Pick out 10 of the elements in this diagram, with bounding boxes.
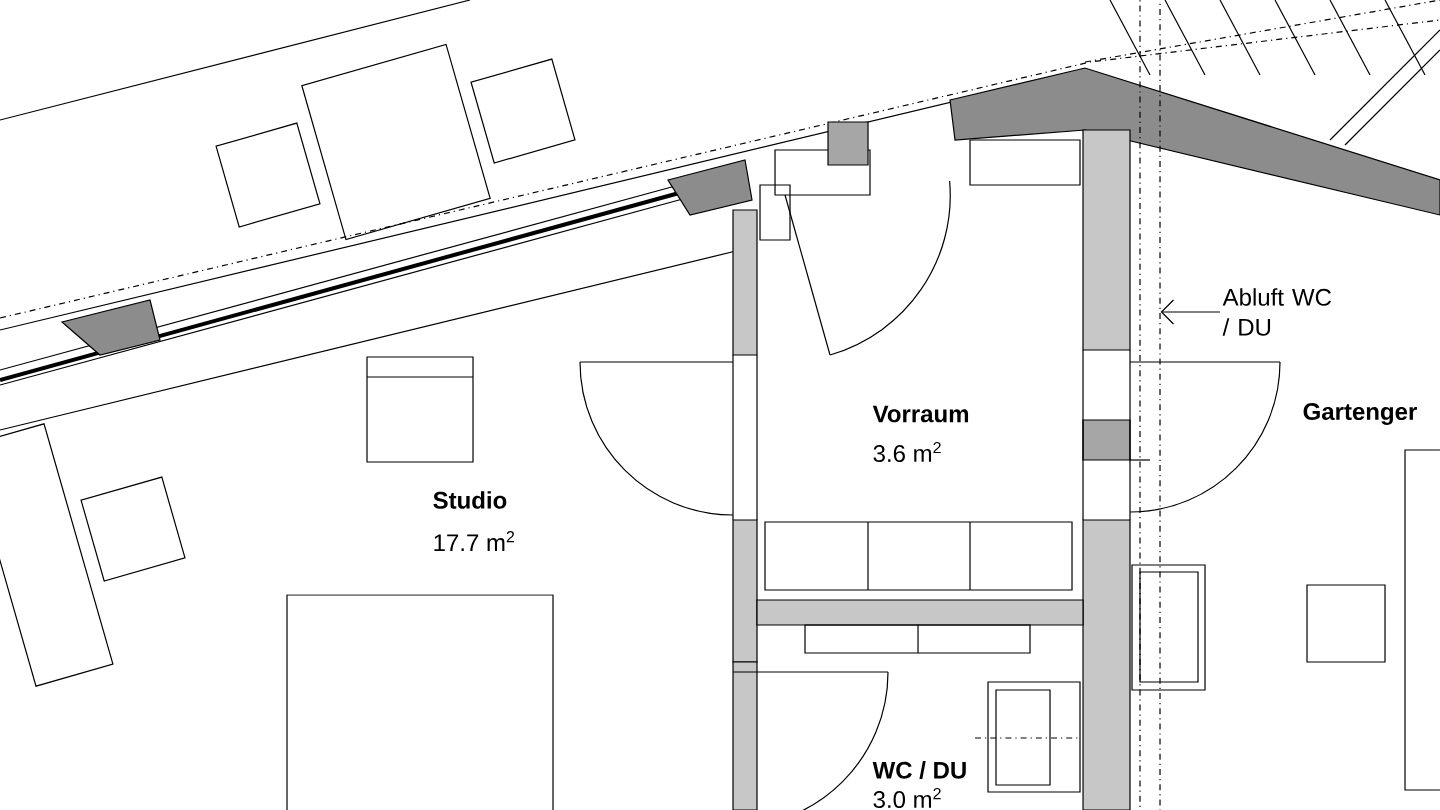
room-area: 3.0 m$^{2}$ (870, 785, 945, 810)
room-area: 3.6 m$^{2}$ (870, 439, 945, 465)
room-name: Studio (430, 489, 510, 511)
room-area: 17.7 m$^{2}$ (430, 529, 518, 553)
room-name: Vorraum (870, 403, 972, 425)
duct (1139, 0, 1161, 810)
room-name: Gartenger (1300, 401, 1420, 427)
room-name: WC / DU (870, 759, 970, 781)
annotation-text: Abluft WC / DU (1222, 288, 1332, 336)
leader-line (1160, 299, 1221, 325)
